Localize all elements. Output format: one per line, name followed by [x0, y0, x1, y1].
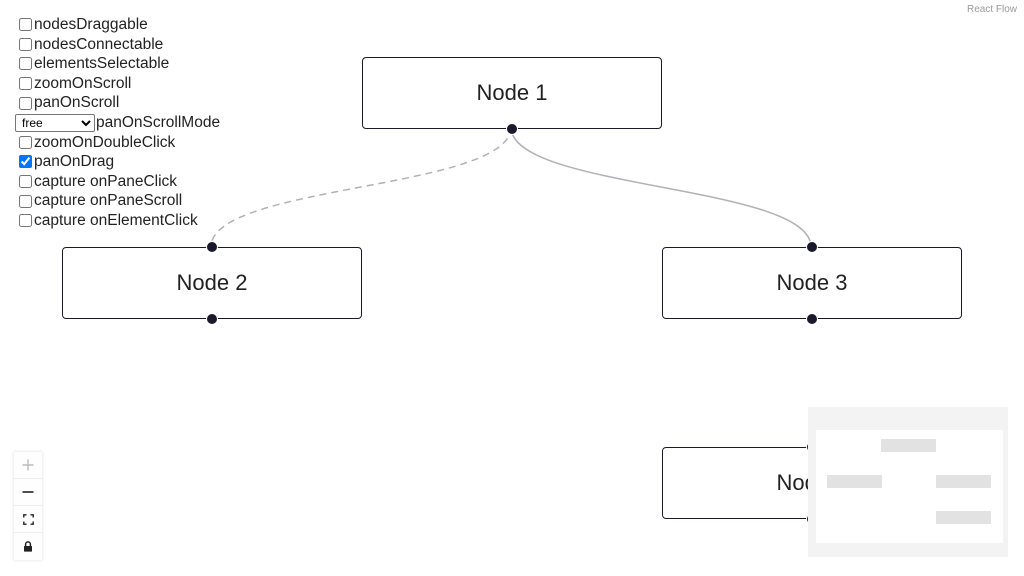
- minimap-node-3: [936, 475, 991, 488]
- node-3-target-handle[interactable]: [806, 241, 818, 253]
- minimap[interactable]: [808, 407, 1008, 557]
- option-pan-on-scroll-mode: free panOnScrollMode: [15, 113, 220, 133]
- lock-icon: [24, 541, 32, 552]
- elements-selectable-label: elementsSelectable: [34, 55, 170, 73]
- minimap-node-2: [827, 475, 882, 488]
- option-zoom-on-scroll[interactable]: zoomOnScroll: [15, 74, 220, 94]
- option-elements-selectable[interactable]: elementsSelectable: [15, 54, 220, 74]
- elements-selectable-checkbox[interactable]: [19, 57, 32, 71]
- options-panel: nodesDraggable nodesConnectable elements…: [15, 15, 220, 231]
- capture-on-pane-click-label: capture onPaneClick: [34, 172, 178, 190]
- capture-on-element-click-checkbox[interactable]: [19, 214, 32, 228]
- node-1[interactable]: Node 1: [362, 57, 662, 135]
- pan-on-drag-label: panOnDrag: [34, 153, 115, 171]
- option-nodes-draggable[interactable]: nodesDraggable: [15, 15, 220, 35]
- capture-on-pane-scroll-checkbox[interactable]: [19, 194, 32, 208]
- pan-on-scroll-mode-select[interactable]: free: [15, 113, 95, 132]
- minimap-node-4: [936, 511, 991, 524]
- option-capture-on-pane-scroll[interactable]: capture onPaneScroll: [15, 191, 220, 211]
- node-1-source-handle[interactable]: [506, 123, 518, 135]
- zoom-on-double-click-checkbox[interactable]: [19, 135, 32, 149]
- edge-node1-node3[interactable]: [510, 126, 812, 248]
- edge-node1-node2[interactable]: [210, 126, 512, 248]
- node-3-label: Node 3: [776, 270, 848, 295]
- pan-on-scroll-mode-label: panOnScrollMode: [96, 113, 221, 131]
- pan-on-drag-checkbox[interactable]: [19, 155, 32, 169]
- option-nodes-connectable[interactable]: nodesConnectable: [15, 35, 220, 55]
- minus-icon: [22, 491, 34, 493]
- minimap-node-1: [881, 439, 936, 452]
- pan-on-scroll-checkbox[interactable]: [19, 96, 32, 110]
- plus-icon: [22, 459, 34, 471]
- capture-on-element-click-label: capture onElementClick: [34, 211, 198, 229]
- node-3-source-handle[interactable]: [806, 313, 818, 325]
- toggle-interactivity-button[interactable]: [14, 533, 42, 560]
- nodes-draggable-checkbox[interactable]: [19, 18, 32, 32]
- nodes-draggable-label: nodesDraggable: [34, 16, 148, 33]
- node-3[interactable]: Node 3: [662, 241, 962, 325]
- option-capture-on-pane-click[interactable]: capture onPaneClick: [15, 172, 220, 192]
- option-zoom-on-double-click[interactable]: zoomOnDoubleClick: [15, 133, 220, 153]
- zoom-on-scroll-label: zoomOnScroll: [34, 74, 132, 92]
- nodes-connectable-label: nodesConnectable: [34, 35, 164, 53]
- fit-view-button[interactable]: [14, 506, 42, 533]
- option-pan-on-scroll[interactable]: panOnScroll: [15, 93, 220, 113]
- capture-on-pane-scroll-label: capture onPaneScroll: [34, 192, 183, 210]
- zoom-controls: [14, 452, 42, 560]
- option-capture-on-element-click[interactable]: capture onElementClick: [15, 211, 220, 231]
- option-pan-on-drag[interactable]: panOnDrag: [15, 152, 220, 172]
- zoom-on-scroll-checkbox[interactable]: [19, 77, 32, 91]
- capture-on-pane-click-checkbox[interactable]: [19, 175, 32, 189]
- node-1-label: Node 1: [476, 80, 548, 105]
- zoom-out-button[interactable]: [14, 479, 42, 506]
- node-2[interactable]: Node 2: [62, 241, 362, 325]
- pan-on-scroll-label: panOnScroll: [34, 94, 120, 112]
- zoom-on-double-click-label: zoomOnDoubleClick: [34, 133, 176, 151]
- node-2-source-handle[interactable]: [206, 313, 218, 325]
- node-2-target-handle[interactable]: [206, 241, 218, 253]
- fit-view-icon: [22, 513, 34, 525]
- nodes-connectable-checkbox[interactable]: [19, 37, 32, 51]
- zoom-in-button[interactable]: [14, 452, 42, 479]
- react-flow-attribution[interactable]: React Flow: [963, 2, 1020, 17]
- node-2-label: Node 2: [176, 270, 248, 295]
